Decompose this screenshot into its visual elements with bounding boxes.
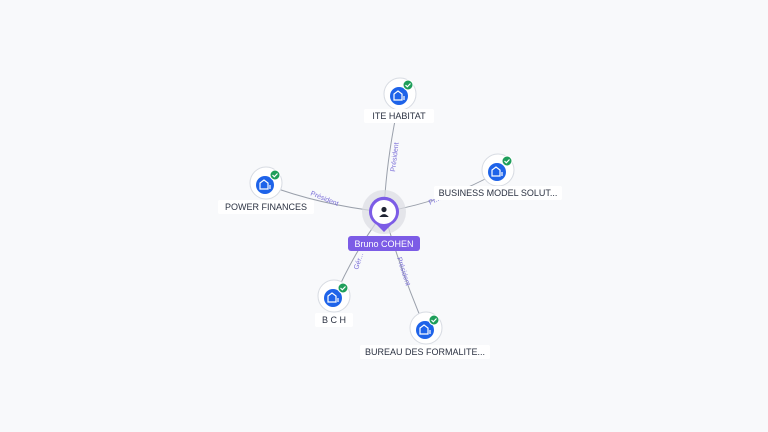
company-node-ite-habitat[interactable]: ITE HABITAT: [364, 77, 434, 123]
company-node-bureau[interactable]: BUREAU DES FORMALITE...: [360, 311, 490, 359]
company-node-power-finances[interactable]: POWER FINANCES: [218, 166, 314, 214]
status-check-icon: [269, 169, 281, 181]
edge-label-bch: Gér...: [353, 252, 365, 270]
edge-label-bureau: Président: [395, 256, 411, 286]
company-name: ITE HABITAT: [372, 111, 426, 121]
company-name: B C H: [322, 315, 346, 325]
edge-label-business-model: Pr...: [428, 195, 442, 207]
company-name: BUSINESS MODEL SOLUT...: [439, 188, 558, 198]
edge-label-ite-habitat: Président: [390, 142, 401, 172]
person-icon: [379, 206, 389, 217]
status-check-icon: [402, 79, 414, 91]
company-name: POWER FINANCES: [225, 202, 307, 212]
company-node-business-model[interactable]: BUSINESS MODEL SOLUT...: [434, 153, 562, 200]
status-check-icon: [428, 314, 440, 326]
status-check-icon: [501, 155, 513, 167]
person-node-center[interactable]: Bruno COHEN: [348, 190, 420, 251]
person-name: Bruno COHEN: [354, 239, 413, 249]
status-check-icon: [337, 282, 349, 294]
company-building-icon: [488, 163, 506, 181]
company-name: BUREAU DES FORMALITE...: [365, 347, 485, 357]
company-node-bch[interactable]: B C H: [315, 279, 353, 327]
center-label-bg: [348, 236, 420, 251]
